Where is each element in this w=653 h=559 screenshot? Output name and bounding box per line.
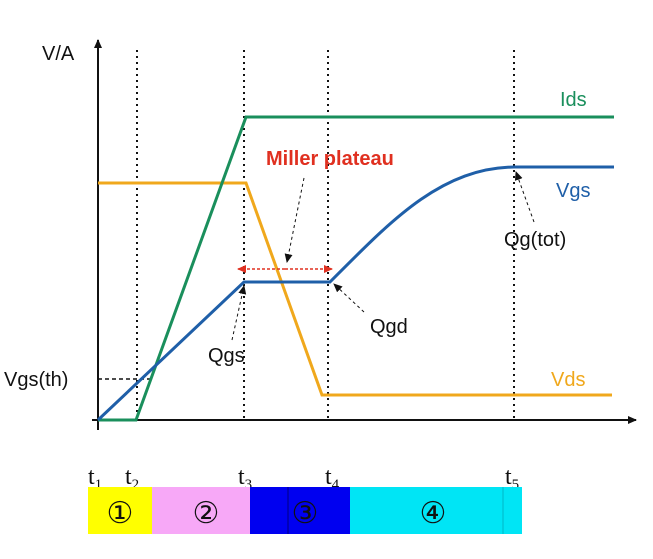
- timeline-markers: t1 t2 t3 t4 t5: [88, 464, 519, 493]
- vgs-curve: [96, 165, 614, 422]
- qgs-label: Qgs: [208, 345, 245, 367]
- phase-3-label: ③: [292, 496, 319, 531]
- t2-label: t2: [125, 464, 139, 493]
- t1-label: t1: [88, 464, 102, 493]
- vgs-label: Vgs: [556, 180, 590, 202]
- phase-2-label: ②: [193, 496, 220, 531]
- phase-1-label: ①: [107, 496, 134, 531]
- ids-curve: [98, 115, 614, 422]
- qgd-arrow: [333, 283, 365, 313]
- t4-label: t4: [325, 464, 340, 493]
- miller-pointer-arrow: [284, 177, 305, 263]
- phase-4-label: ④: [420, 496, 447, 531]
- qg-tot-label: Qg(tot): [504, 229, 566, 251]
- phase-4-block: [350, 487, 522, 534]
- miller-plateau-label: Miller plateau: [266, 148, 394, 170]
- vgs-threshold-label: Vgs(th): [4, 369, 68, 391]
- ids-label: Ids: [560, 89, 587, 111]
- phase-2-block: [152, 487, 250, 534]
- phase-3-block: [250, 487, 350, 534]
- qgd-label: Qgd: [370, 316, 408, 338]
- t5-label: t5: [505, 464, 519, 493]
- t3-label: t3: [238, 464, 252, 493]
- vds-curve: [98, 181, 612, 397]
- phase-1-block: [88, 487, 152, 534]
- time-guides: [136, 50, 515, 420]
- qg-tot-arrow: [514, 171, 535, 223]
- vds-label: Vds: [551, 369, 585, 391]
- qgs-arrow: [231, 285, 247, 341]
- phase-bar: ① ② ③ ④: [88, 487, 522, 534]
- y-axis-label: V/A: [42, 43, 75, 65]
